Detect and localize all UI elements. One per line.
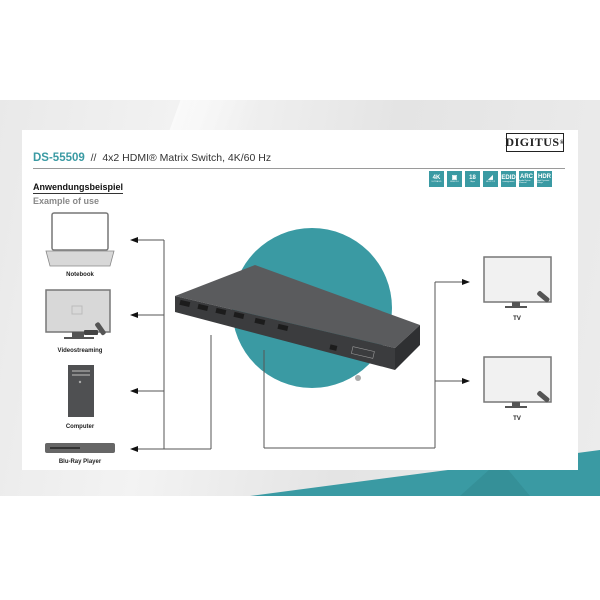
streaming-tv-icon bbox=[45, 289, 111, 339]
badge-hdmi: ▣HDMI 2.0 bbox=[447, 171, 462, 187]
product-code: DS-55509 bbox=[33, 152, 85, 164]
title-divider bbox=[33, 168, 565, 169]
product-title: DS-55509 // 4x2 HDMI® Matrix Switch, 4K/… bbox=[33, 152, 271, 164]
badge-hdcp: ◢HDCP 2.2 bbox=[483, 171, 498, 187]
input-lines bbox=[136, 239, 463, 450]
source-label-computer: Computer bbox=[65, 424, 95, 430]
product-name: 4x2 HDMI® Matrix Switch, 4K/60 Hz bbox=[102, 152, 272, 164]
output-label-tv-1: TV bbox=[513, 316, 521, 322]
tv-icon bbox=[483, 356, 552, 408]
tv-icon bbox=[483, 256, 552, 308]
arrowheads bbox=[130, 237, 470, 452]
section-subtitle: Example of use bbox=[33, 196, 100, 206]
source-label-bluray: Blu-Ray Player bbox=[58, 459, 102, 465]
section-title: Anwendungsbeispiel bbox=[33, 182, 124, 194]
source-label-videostreaming: Videostreaming bbox=[57, 348, 103, 354]
pc-tower-icon bbox=[68, 365, 94, 417]
source-label-notebook: Notebook bbox=[66, 272, 94, 278]
output-label-tv-2: TV bbox=[513, 416, 521, 422]
matrix-switch-device bbox=[175, 265, 420, 381]
laptop-icon bbox=[45, 212, 115, 267]
digitus-logo: DIGITUS® bbox=[505, 133, 564, 152]
title-separator: // bbox=[90, 152, 97, 164]
bluray-player-icon bbox=[45, 443, 115, 453]
